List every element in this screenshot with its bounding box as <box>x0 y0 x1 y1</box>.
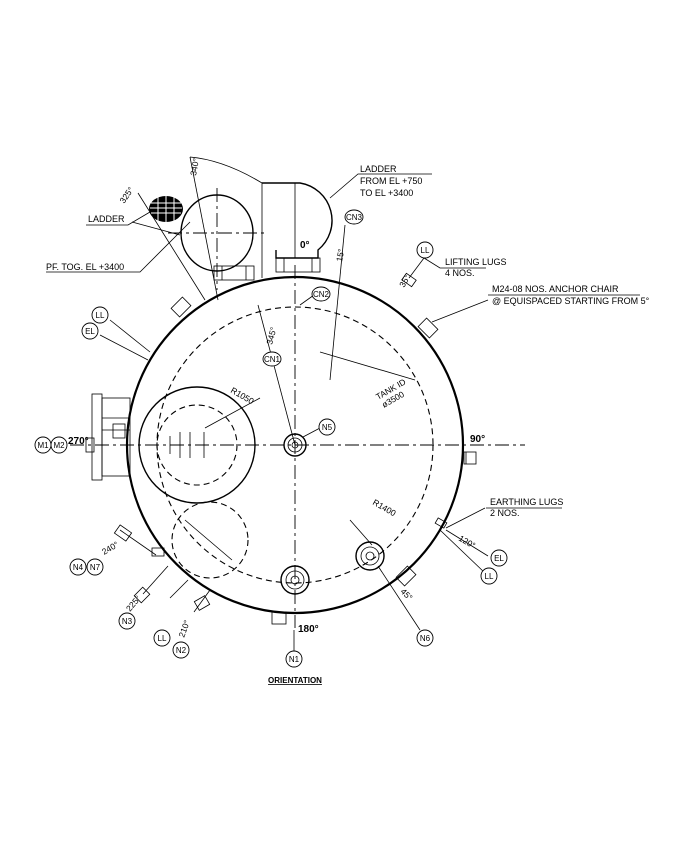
note-anchor-1: M24-08 NOS. ANCHOR CHAIR <box>492 284 619 294</box>
ladder-grating-icon <box>149 196 183 222</box>
nozzle-n4-dashed <box>171 501 249 579</box>
svg-text:N2: N2 <box>176 646 187 655</box>
note-ladder-top-3: TO EL +3400 <box>360 188 413 198</box>
tag-m2: M2 <box>50 436 68 454</box>
svg-text:N3: N3 <box>122 617 133 626</box>
angle-180: 180° <box>298 624 319 635</box>
svg-text:N7: N7 <box>90 563 101 572</box>
tag-n3: N3 <box>118 612 136 630</box>
ladder-cage <box>262 182 333 273</box>
earthing-lug <box>434 507 489 574</box>
note-ladder-left: LADDER <box>88 214 125 224</box>
tag-n6: N6 <box>416 629 434 647</box>
svg-text:N6: N6 <box>420 634 431 643</box>
svg-text:CN3: CN3 <box>346 213 363 222</box>
lifting-lugs-leader <box>423 257 486 269</box>
nozzle-n5 <box>283 433 307 457</box>
svg-text:LL: LL <box>158 634 167 643</box>
dim-45: 45° <box>399 586 415 602</box>
anchor-chair-bottom-right <box>395 565 417 587</box>
svg-text:N5: N5 <box>322 423 333 432</box>
tag-ll-top: LL <box>416 241 434 259</box>
tag-cn3: CN3 <box>344 209 364 225</box>
note-platform: PF. TOG. EL +3400 <box>46 262 124 272</box>
manway-platform-ellipse <box>168 188 265 290</box>
platform-leader <box>46 221 191 273</box>
angle-90: 90° <box>470 434 485 445</box>
ladder-top-leader <box>329 173 432 199</box>
anchor-chair-top-right <box>417 299 489 339</box>
nozzle-n3 <box>133 565 169 604</box>
lug-left-ll <box>99 319 151 361</box>
note-earthing-2: 2 NOS. <box>490 508 520 518</box>
dim-210: 210° <box>176 619 191 639</box>
tag-m1: M1 <box>34 436 52 454</box>
anchor-chair-bottom <box>271 611 287 625</box>
cn2-leader <box>299 294 315 306</box>
dim-345: 345° <box>264 326 278 346</box>
svg-text:M1: M1 <box>37 441 49 450</box>
note-ladder-top-2: FROM EL +750 <box>360 176 422 186</box>
tag-cn1: CN1 <box>262 351 282 367</box>
dim-15: 15° <box>334 248 346 262</box>
tank-id-leader <box>319 351 416 381</box>
tag-n5: N5 <box>318 418 336 436</box>
note-lifting-2: 4 NOS. <box>445 268 475 278</box>
svg-text:CN2: CN2 <box>313 290 330 299</box>
dim-325: 325° <box>117 185 135 205</box>
manhole-m1-m2 <box>85 393 131 481</box>
angle-270: 270° <box>68 436 89 447</box>
svg-text:CN1: CN1 <box>264 355 281 364</box>
svg-text:M2: M2 <box>53 441 65 450</box>
svg-text:LL: LL <box>96 311 105 320</box>
n-345-radial <box>257 304 296 446</box>
tag-ll-bottom: LL <box>153 629 171 647</box>
svg-text:LL: LL <box>485 572 494 581</box>
tag-n2: N2 <box>172 641 190 659</box>
svg-text:LL: LL <box>421 246 430 255</box>
tag-el-left: EL <box>81 322 99 340</box>
tag-cn2: CN2 <box>311 286 331 302</box>
svg-text:EL: EL <box>494 554 504 563</box>
internal-nozzle-r1050 <box>138 386 256 504</box>
nozzle-bottom-180 <box>280 565 310 595</box>
ladder-left-leader <box>86 211 151 226</box>
n5-leader <box>302 427 321 438</box>
platform <box>131 156 263 301</box>
n-15-radial <box>329 224 346 381</box>
nozzle-n2 <box>169 579 211 613</box>
nozzle-n6 <box>355 541 385 571</box>
tag-ll-left: LL <box>91 306 109 324</box>
dim-340: 340° <box>188 157 201 176</box>
tag-ll-right: LL <box>480 567 498 585</box>
nozzle-n7 <box>113 524 165 557</box>
r1400-leader <box>349 519 373 546</box>
nozzle-n4-cl <box>184 519 233 561</box>
note-ladder-top-1: LADDER <box>360 164 397 174</box>
dim-r1400: R1400 <box>371 497 398 518</box>
dim-r1050: R1050 <box>229 385 256 406</box>
note-anchor-2: @ EQUISPACED STARTING FROM 5° <box>492 296 650 306</box>
angle-0: 0° <box>300 240 310 251</box>
dim-240: 240° <box>100 539 120 556</box>
dim-225: 225° <box>124 593 143 613</box>
nozzle-90 <box>463 451 477 465</box>
tag-el-right: EL <box>490 549 508 567</box>
svg-text:N1: N1 <box>289 655 300 664</box>
anchor-chair-top-left <box>170 296 192 318</box>
svg-text:N4: N4 <box>73 563 84 572</box>
note-earthing-1: EARTHING LUGS <box>490 497 563 507</box>
svg-text:EL: EL <box>85 327 95 336</box>
drawing-title: ORIENTATION <box>268 676 322 685</box>
lifting-lug-top <box>401 257 425 288</box>
tag-n4: N4 <box>69 558 87 576</box>
r1050-leader <box>204 397 261 429</box>
tag-n7: N7 <box>86 558 104 576</box>
tag-n1: N1 <box>285 650 303 668</box>
n6-leader <box>377 565 421 631</box>
note-lifting-1: LIFTING LUGS <box>445 257 507 267</box>
